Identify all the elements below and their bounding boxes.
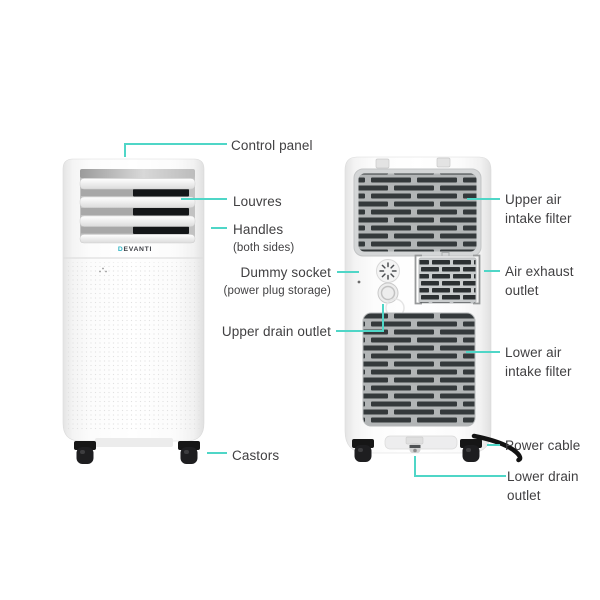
front-vent-dots: [99, 267, 107, 273]
brand-logo: DEVANTI: [103, 246, 167, 253]
callout-castors: Castors: [232, 448, 280, 463]
callout-lower-air-intake-filter: Lower air intake filter: [505, 345, 572, 380]
front-perforated-panel: [66, 262, 201, 432]
upper-air-intake-filter-grille: [353, 168, 482, 257]
leader-upper-drain-outlet: [336, 304, 384, 332]
callout-lower-drain-outlet: Lower drain outlet: [507, 469, 579, 504]
callout-louvres: Louvres: [233, 194, 282, 209]
back-latch-tab-right: [436, 157, 451, 168]
back-latch-tab-left: [375, 158, 390, 169]
callout-control-panel: Control panel: [231, 138, 313, 153]
brand-logo-rest: EVANTI: [123, 246, 153, 253]
callout-handles: Handles (both sides): [233, 220, 294, 256]
callout-power-cable: Power cable: [505, 438, 581, 453]
leader-control-panel: [124, 143, 227, 157]
louvres: [79, 169, 196, 244]
callout-handles-label: Handles: [233, 222, 284, 237]
callout-dummy-socket-note: (power plug storage): [223, 285, 331, 298]
lower-drain-nozzle: [405, 436, 424, 453]
back-screw-dot: [357, 280, 361, 284]
callout-handles-note: (both sides): [233, 242, 295, 255]
lower-air-intake-filter-grille: [362, 312, 476, 427]
callout-air-exhaust-outlet: Air exhaust outlet: [505, 264, 574, 299]
back-unit: [344, 156, 523, 463]
air-exhaust-outlet-grille: [414, 252, 481, 305]
front-base: [95, 438, 173, 447]
leader-lower-drain-outlet: [414, 456, 506, 477]
front-castor-right: [178, 441, 200, 464]
dummy-socket: [376, 259, 400, 283]
back-castor-left: [352, 439, 374, 462]
leader-lines: [124, 143, 506, 477]
power-cable-cord: [471, 433, 523, 463]
back-castor-right: [460, 439, 482, 462]
callout-upper-drain-outlet: Upper drain outlet: [221, 324, 331, 339]
brand-logo-first-letter: D: [117, 246, 124, 253]
control-panel-strip: [80, 169, 195, 178]
front-castor-left: [74, 441, 96, 464]
callout-dummy-socket: Dummy socket (power plug storage): [150, 263, 331, 299]
callout-upper-air-intake-filter: Upper air intake filter: [505, 192, 572, 227]
front-unit: [62, 158, 205, 464]
callout-dummy-socket-label: Dummy socket: [240, 265, 331, 280]
